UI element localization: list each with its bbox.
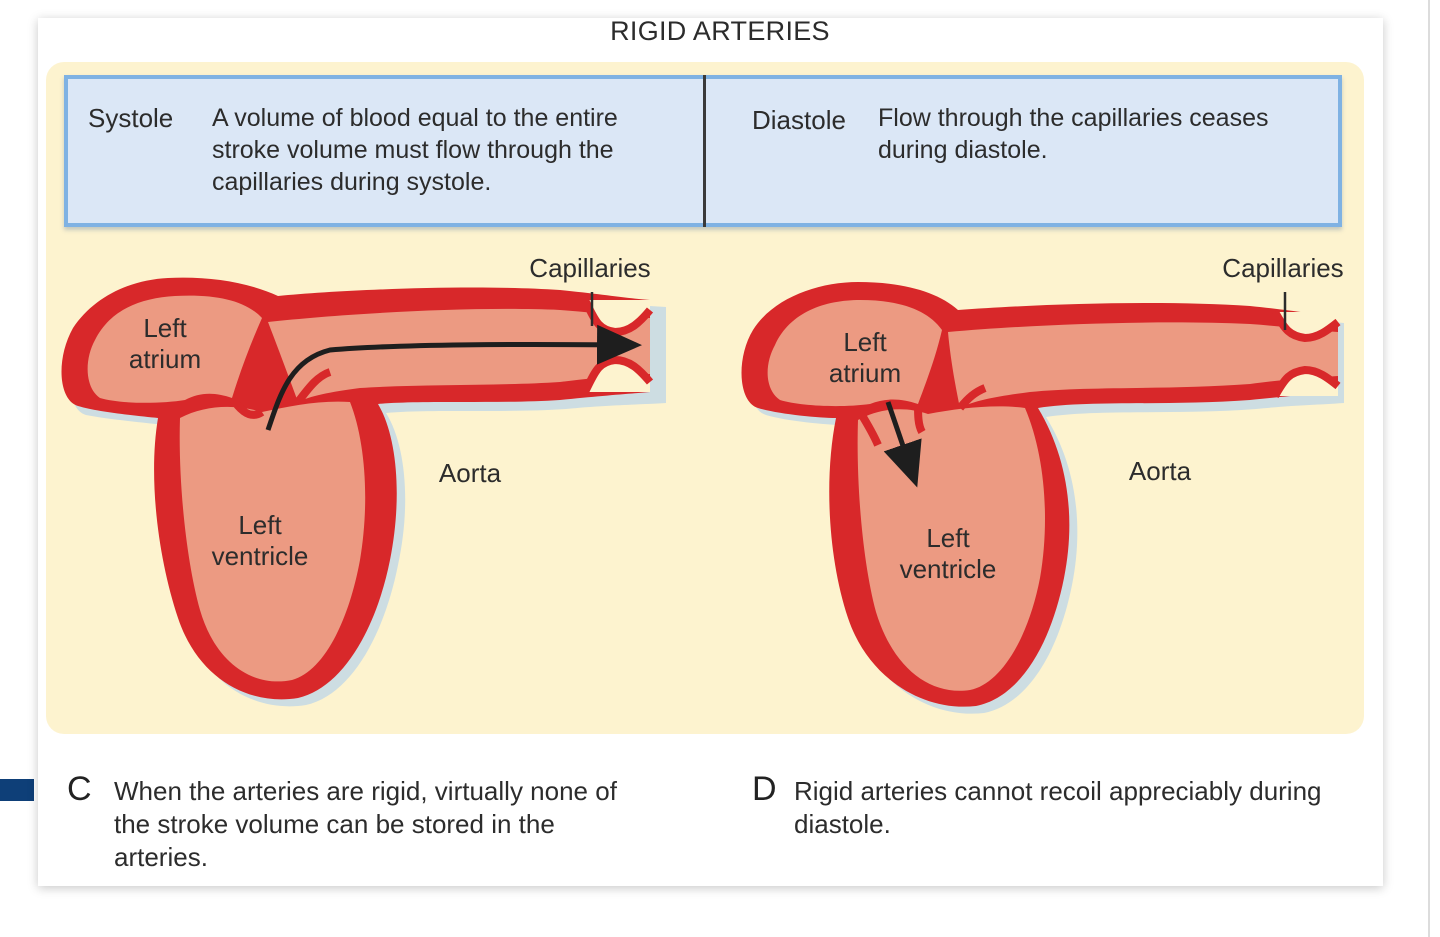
page-marker [0, 779, 34, 801]
capillaries-label-diastole: Capillaries [1222, 253, 1344, 283]
left-ventricle-label-diastole: Left ventricle [899, 523, 997, 584]
left-ventricle-label-systole: Left ventricle [211, 510, 309, 571]
left-atrium-label-diastole: Left atrium [828, 327, 902, 388]
systole-description: A volume of blood equal to the entire st… [212, 104, 618, 196]
systole-heart [61, 277, 666, 707]
diastole-label: Diastole [752, 105, 846, 135]
caption-systole: When the arteries are rigid, virtually n… [114, 776, 617, 872]
diastole-description: Flow through the capillaries ceases duri… [878, 104, 1269, 164]
capillaries-label-systole: Capillaries [529, 253, 651, 283]
figure-title: RIGID ARTERIES [610, 16, 830, 46]
caption-letter-c: C [67, 770, 92, 808]
left-atrium-label-systole: Left atrium [128, 313, 202, 374]
page-edge-rule [1428, 0, 1430, 937]
diastole-heart [741, 282, 1344, 714]
caption-letter-d: D [752, 770, 777, 808]
aorta-label-diastole: Aorta [1128, 456, 1192, 486]
systole-label: Systole [88, 103, 174, 133]
info-bar-divider [703, 75, 706, 227]
aorta-label-systole: Aorta [438, 458, 502, 488]
caption-diastole: Rigid arteries cannot recoil appreciably… [794, 776, 1322, 839]
